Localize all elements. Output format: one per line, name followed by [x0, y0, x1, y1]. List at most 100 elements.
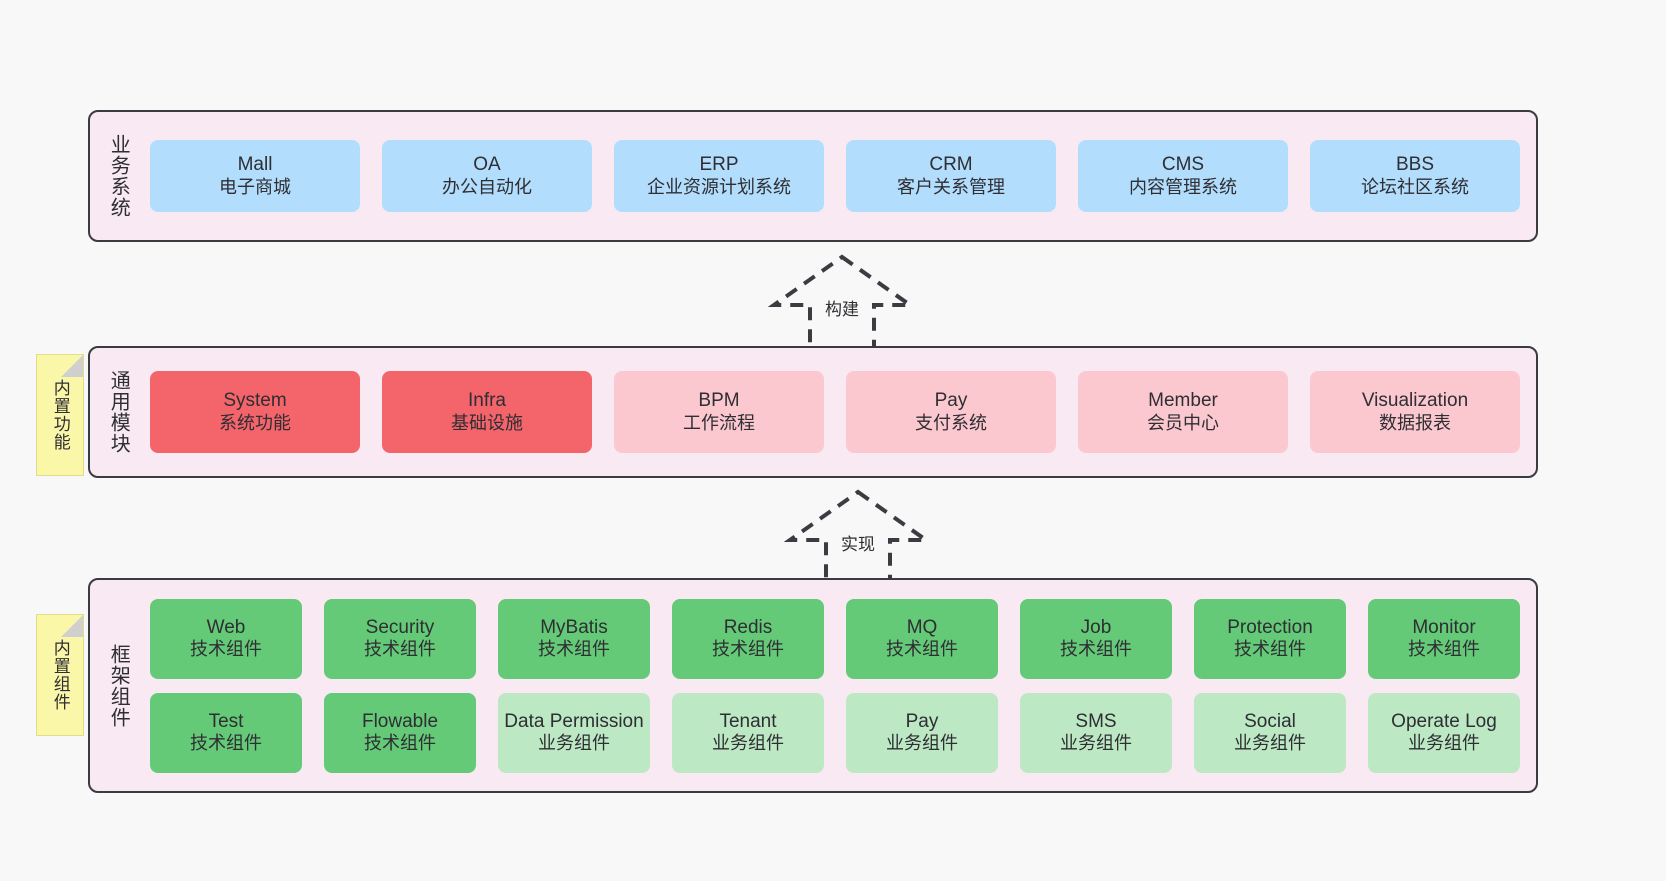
card-pay-module-cn: 支付系统 — [915, 412, 987, 433]
card-visualization[interactable]: Visualization 数据报表 — [1310, 371, 1520, 453]
card-pay-component-cn: 业务组件 — [886, 733, 958, 754]
card-crm-en: CRM — [929, 154, 973, 176]
card-social[interactable]: Social 业务组件 — [1194, 692, 1346, 773]
card-crm[interactable]: CRM 客户关系管理 — [846, 140, 1056, 212]
card-monitor-en: Monitor — [1412, 616, 1476, 638]
card-bpm-cn: 工作流程 — [683, 412, 755, 433]
card-oa-cn: 办公自动化 — [442, 176, 532, 197]
card-protection[interactable]: Protection 技术组件 — [1194, 598, 1346, 679]
card-redis[interactable]: Redis 技术组件 — [672, 598, 824, 679]
card-mq[interactable]: MQ 技术组件 — [846, 598, 998, 679]
builtin-function-note-label: 内置功能 — [50, 379, 70, 451]
layer-business-system: 业务系统 Mall 电子商城 OA 办公自动化 ERP 企业资源计划系统 CRM… — [88, 110, 1538, 242]
card-oa-en: OA — [473, 154, 501, 176]
card-mybatis-cn: 技术组件 — [538, 639, 610, 660]
card-system-cn: 系统功能 — [219, 412, 291, 433]
card-crm-cn: 客户关系管理 — [897, 176, 1005, 197]
card-redis-cn: 技术组件 — [712, 639, 784, 660]
implement-connector: 实现 — [758, 488, 958, 592]
card-flowable-cn: 技术组件 — [364, 733, 436, 754]
card-system-en: System — [223, 390, 287, 412]
card-operate-log[interactable]: Operate Log 业务组件 — [1368, 692, 1520, 773]
card-operate-log-cn: 业务组件 — [1408, 733, 1480, 754]
card-web[interactable]: Web 技术组件 — [150, 598, 302, 679]
card-test[interactable]: Test 技术组件 — [150, 692, 302, 773]
card-oa[interactable]: OA 办公自动化 — [382, 140, 592, 212]
layer-framework-component-title: 框架组件 — [107, 643, 130, 728]
build-connector-label: 构建 — [825, 300, 859, 319]
layer-framework-component: 框架组件 Web 技术组件 Security 技术组件 MyBatis 技术组件… — [88, 578, 1538, 793]
card-social-en: Social — [1244, 710, 1296, 732]
card-social-cn: 业务组件 — [1234, 733, 1306, 754]
card-infra[interactable]: Infra 基础设施 — [382, 371, 592, 453]
card-cms-cn: 内容管理系统 — [1129, 176, 1237, 197]
business-row: Mall 电子商城 OA 办公自动化 ERP 企业资源计划系统 CRM 客户关系… — [150, 140, 1520, 212]
card-cms-en: CMS — [1161, 154, 1205, 176]
card-system[interactable]: System 系统功能 — [150, 371, 360, 453]
card-bpm[interactable]: BPM 工作流程 — [614, 371, 824, 453]
card-mybatis[interactable]: MyBatis 技术组件 — [498, 598, 650, 679]
card-job-cn: 技术组件 — [1060, 639, 1132, 660]
card-bbs-cn: 论坛社区系统 — [1361, 176, 1469, 197]
build-connector: 构建 — [742, 253, 942, 357]
common-row: System 系统功能 Infra 基础设施 BPM 工作流程 Pay 支付系统… — [150, 371, 1520, 453]
card-protection-cn: 技术组件 — [1234, 639, 1306, 660]
card-tenant[interactable]: Tenant 业务组件 — [672, 692, 824, 773]
builtin-function-note: 内置功能 — [36, 354, 84, 476]
card-infra-cn: 基础设施 — [451, 412, 523, 433]
framework-business-row: Test 技术组件 Flowable 技术组件 Data Permission … — [150, 692, 1520, 773]
card-tenant-en: Tenant — [719, 710, 777, 732]
card-web-en: Web — [206, 616, 246, 638]
layer-framework-component-body: Web 技术组件 Security 技术组件 MyBatis 技术组件 Redi… — [146, 580, 1536, 791]
card-bbs[interactable]: BBS 论坛社区系统 — [1310, 140, 1520, 212]
card-pay-component[interactable]: Pay 业务组件 — [846, 692, 998, 773]
card-mall-cn: 电子商城 — [219, 176, 291, 197]
framework-tech-row: Web 技术组件 Security 技术组件 MyBatis 技术组件 Redi… — [150, 598, 1520, 679]
card-web-cn: 技术组件 — [190, 639, 262, 660]
card-sms[interactable]: SMS 业务组件 — [1020, 692, 1172, 773]
card-pay-component-en: Pay — [905, 710, 939, 732]
layer-business-system-body: Mall 电子商城 OA 办公自动化 ERP 企业资源计划系统 CRM 客户关系… — [146, 112, 1536, 240]
card-data-permission[interactable]: Data Permission 业务组件 — [498, 692, 650, 773]
card-protection-en: Protection — [1227, 616, 1313, 638]
card-pay-module[interactable]: Pay 支付系统 — [846, 371, 1056, 453]
card-visualization-en: Visualization — [1361, 390, 1469, 412]
implement-connector-label: 实现 — [841, 535, 875, 554]
card-security[interactable]: Security 技术组件 — [324, 598, 476, 679]
card-member-cn: 会员中心 — [1147, 412, 1219, 433]
card-visualization-cn: 数据报表 — [1379, 412, 1451, 433]
card-flowable-en: Flowable — [361, 710, 439, 732]
card-pay-module-en: Pay — [934, 390, 968, 412]
card-mall[interactable]: Mall 电子商城 — [150, 140, 360, 212]
card-monitor-cn: 技术组件 — [1408, 639, 1480, 660]
card-bbs-en: BBS — [1395, 154, 1435, 176]
card-monitor[interactable]: Monitor 技术组件 — [1368, 598, 1520, 679]
card-sms-en: SMS — [1075, 710, 1117, 732]
builtin-component-note-label: 内置组件 — [50, 639, 70, 711]
card-member[interactable]: Member 会员中心 — [1078, 371, 1288, 453]
card-test-en: Test — [208, 710, 244, 732]
card-job[interactable]: Job 技术组件 — [1020, 598, 1172, 679]
card-erp-en: ERP — [699, 154, 739, 176]
card-data-permission-en: Data Permission — [504, 710, 644, 732]
layer-common-module-body: System 系统功能 Infra 基础设施 BPM 工作流程 Pay 支付系统… — [146, 348, 1536, 476]
card-mq-cn: 技术组件 — [886, 639, 958, 660]
card-bpm-en: BPM — [698, 390, 740, 412]
layer-business-system-title: 业务系统 — [107, 134, 130, 218]
card-mybatis-en: MyBatis — [540, 616, 608, 638]
card-erp[interactable]: ERP 企业资源计划系统 — [614, 140, 824, 212]
card-job-en: Job — [1080, 616, 1112, 638]
card-member-en: Member — [1148, 390, 1218, 412]
layer-common-module: 通用模块 System 系统功能 Infra 基础设施 BPM 工作流程 Pay… — [88, 346, 1538, 478]
card-operate-log-en: Operate Log — [1391, 710, 1497, 732]
card-sms-cn: 业务组件 — [1060, 733, 1132, 754]
card-security-en: Security — [365, 616, 435, 638]
layer-common-module-title: 通用模块 — [107, 370, 130, 454]
card-erp-cn: 企业资源计划系统 — [647, 176, 791, 197]
card-redis-en: Redis — [723, 616, 773, 638]
card-mq-en: MQ — [906, 616, 938, 638]
card-flowable[interactable]: Flowable 技术组件 — [324, 692, 476, 773]
card-tenant-cn: 业务组件 — [712, 733, 784, 754]
card-cms[interactable]: CMS 内容管理系统 — [1078, 140, 1288, 212]
